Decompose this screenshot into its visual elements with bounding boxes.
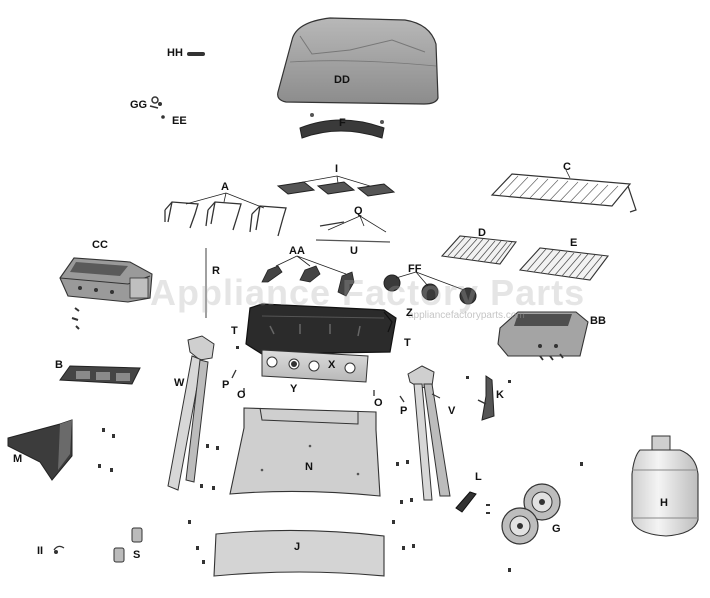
- left-side-shelf-part: [59, 257, 153, 330]
- firebox-part: [245, 303, 397, 355]
- wheels-g-part: [501, 483, 561, 545]
- screws-p-o: [231, 369, 405, 403]
- valve-knobs-aa-part: [261, 255, 355, 297]
- label-c: C: [563, 161, 571, 173]
- label-gg: GG: [130, 99, 148, 111]
- crossover-tube-part: [315, 215, 391, 243]
- label-f: F: [339, 117, 346, 129]
- grease-tray-part: [59, 365, 141, 385]
- label-k: K: [496, 389, 504, 401]
- label-j: J: [294, 541, 301, 553]
- cooking-grate-d-part: [440, 235, 518, 265]
- label-i: I: [335, 163, 339, 175]
- control-panel-part: [261, 349, 369, 383]
- label-hh: HH: [167, 47, 183, 59]
- label-x: X: [328, 359, 336, 371]
- label-t-left: T: [231, 325, 238, 337]
- label-l: L: [475, 471, 482, 483]
- propane-tank-h-part: [631, 435, 699, 537]
- control-knobs-ff-part: [383, 271, 477, 305]
- label-dd: DD: [334, 74, 350, 86]
- label-cc: CC: [92, 239, 108, 251]
- label-q: Q: [354, 205, 363, 217]
- label-bb: BB: [590, 315, 606, 327]
- hh-small-part: [187, 52, 205, 56]
- label-n: N: [305, 461, 313, 473]
- watermark-text: Appliance Factory Parts: [150, 272, 586, 313]
- lid-handle-part: [299, 113, 385, 139]
- label-u: U: [350, 245, 358, 257]
- burner-brackets-part: [164, 192, 287, 237]
- label-g: G: [552, 523, 561, 535]
- front-panel-j-part: [213, 529, 385, 577]
- label-p-left: P: [222, 379, 230, 391]
- label-p-right: P: [400, 405, 408, 417]
- warming-rack-part: [490, 169, 637, 213]
- label-h: H: [660, 497, 668, 509]
- tank-holder-l-part: [455, 491, 477, 513]
- label-e: E: [570, 237, 578, 249]
- watermark-url: appliancefactoryparts.com: [408, 310, 525, 321]
- label-b: B: [55, 359, 63, 371]
- right-side-shelf-part: [497, 311, 589, 361]
- cooking-grate-e-part: [518, 247, 610, 281]
- label-m: M: [13, 453, 23, 465]
- s-small-part: [113, 527, 143, 563]
- label-w: W: [174, 377, 185, 389]
- label-t-right: T: [404, 337, 411, 349]
- label-ff: FF: [408, 263, 422, 275]
- label-a: A: [221, 181, 229, 193]
- left-leg-part: [167, 335, 215, 491]
- ee-small-part: [161, 115, 165, 119]
- label-ee: EE: [172, 115, 187, 127]
- gg-small-part: [149, 96, 162, 109]
- label-o-left: O: [237, 389, 246, 401]
- label-o-right: O: [374, 397, 383, 409]
- label-r: R: [212, 265, 220, 277]
- label-z: Z: [406, 307, 413, 319]
- right-leg-part: [407, 365, 451, 501]
- label-y: Y: [290, 383, 298, 395]
- label-ii: II: [37, 545, 44, 557]
- bracket-k-part: [477, 375, 495, 421]
- ii-small-part: [53, 545, 65, 554]
- label-aa: AA: [289, 245, 305, 257]
- label-v: V: [448, 405, 456, 417]
- hardware-bits: [98, 346, 583, 572]
- label-s: S: [133, 549, 141, 561]
- label-d: D: [478, 227, 486, 239]
- side-burner-m-part: [7, 419, 73, 481]
- bottom-shelf-n-part: [229, 407, 381, 497]
- lid-part: [277, 17, 439, 105]
- heat-tents-part: [276, 175, 396, 197]
